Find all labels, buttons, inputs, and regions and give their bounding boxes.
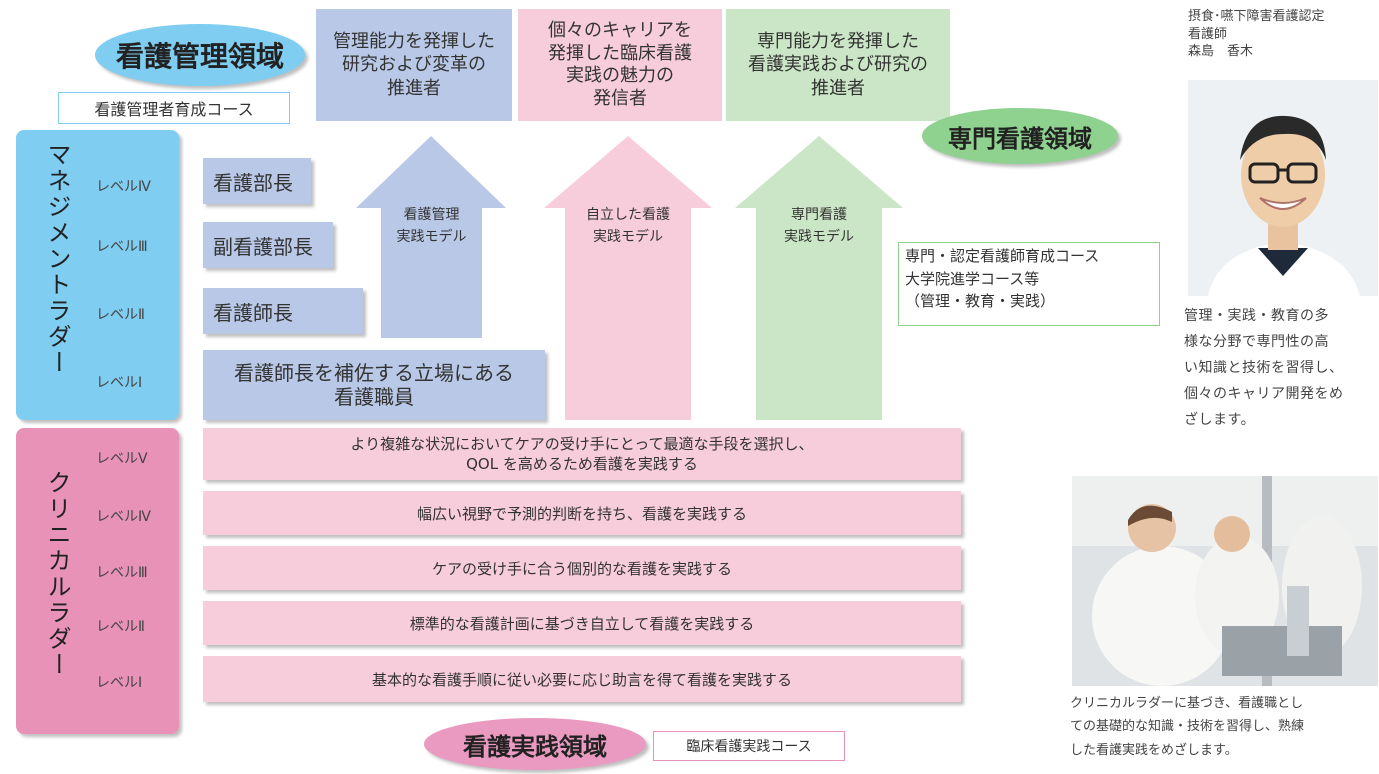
- role-assistant-head-nurse: 看護師長を補佐する立場にある 看護職員: [203, 350, 545, 420]
- clinical-description-2: 標準的な看護計画に基づき自立して看護を実践する: [203, 601, 961, 645]
- training-photo: [1072, 476, 1378, 686]
- clinical-level-3: レベルⅢ: [96, 565, 148, 581]
- management-level-4: レベルⅣ: [96, 179, 151, 195]
- specialty-domain-oval: 専門看護領域: [922, 108, 1118, 164]
- clinical-level-2: レベルⅡ: [96, 619, 145, 635]
- role-head-nurse: 看護師長: [203, 288, 363, 334]
- management-level-2: レベルⅡ: [96, 307, 145, 323]
- goal-box-specialty: 専門能力を発揮した 看護実践および研究の 推進者: [726, 9, 950, 121]
- training-caption: クリニカルラダーに基づき、看護職とし ての基礎的な知識・技術を習得し、熟練 した…: [1070, 696, 1305, 758]
- management-level-1: レベルⅠ: [96, 375, 143, 391]
- management-arrow: [356, 136, 506, 338]
- clinical-description-3: ケアの受け手に合う個別的な看護を実践する: [203, 546, 961, 590]
- clinical-description-5: より複雑な状況においてケアの受け手にとって最適な手段を選択し、 QOL を高める…: [203, 428, 961, 480]
- clinical-level-4: レベルⅣ: [96, 509, 151, 525]
- person-description: 管理・実践・教育の多 様な分野で専門性の高 い知識と技術を習得し、 個々のキャリ…: [1184, 308, 1344, 428]
- management-ladder-title: マネジメントラダー: [43, 142, 71, 376]
- clinical-ladder-title: クリニカルラダー: [43, 470, 71, 678]
- clinical-level-5: レベルⅤ: [96, 451, 148, 467]
- management-ladder-panel: [16, 130, 179, 420]
- goal-box-management: 管理能力を発揮した 研究および変革の 推進者: [316, 9, 512, 121]
- arrow-label-clinical: 自立した看護 実践モデル: [586, 207, 670, 246]
- role-deputy-director: 副看護部長: [203, 222, 333, 268]
- person-photo: [1188, 80, 1378, 296]
- practice-domain-oval: 看護実践領域: [424, 718, 646, 770]
- arrow-label-specialty: 専門看護 実践モデル: [784, 207, 854, 246]
- clinical-arrow: [544, 136, 712, 420]
- clinical-description-4: 幅広い視野で予測的判断を持ち、看護を実践する: [203, 491, 961, 535]
- management-domain-oval: 看護管理領域: [95, 24, 305, 86]
- management-course-label: 看護管理者育成コース: [58, 92, 290, 124]
- specialty-arrow: [735, 136, 903, 420]
- management-level-3: レベルⅢ: [96, 239, 148, 255]
- role-nursing-director: 看護部長: [203, 158, 311, 204]
- person-caption: 摂食･嚥下障害看護認定 看護師 森島 香木: [1188, 9, 1325, 60]
- clinical-ladder-panel: [16, 428, 179, 734]
- specialty-course-box: 専門・認定看護師育成コース 大学院進学コース等 （管理・教育・実践）: [898, 242, 1160, 326]
- practice-course-label: 臨床看護実践コース: [653, 731, 845, 761]
- goal-box-clinical: 個々のキャリアを 発揮した臨床看護 実践の魅力の 発信者: [518, 9, 722, 121]
- clinical-level-1: レベルⅠ: [96, 675, 143, 691]
- clinical-description-1: 基本的な看護手順に従い必要に応じ助言を得て看護を実践する: [203, 656, 961, 702]
- arrow-label-management: 看護管理 実践モデル: [396, 207, 467, 246]
